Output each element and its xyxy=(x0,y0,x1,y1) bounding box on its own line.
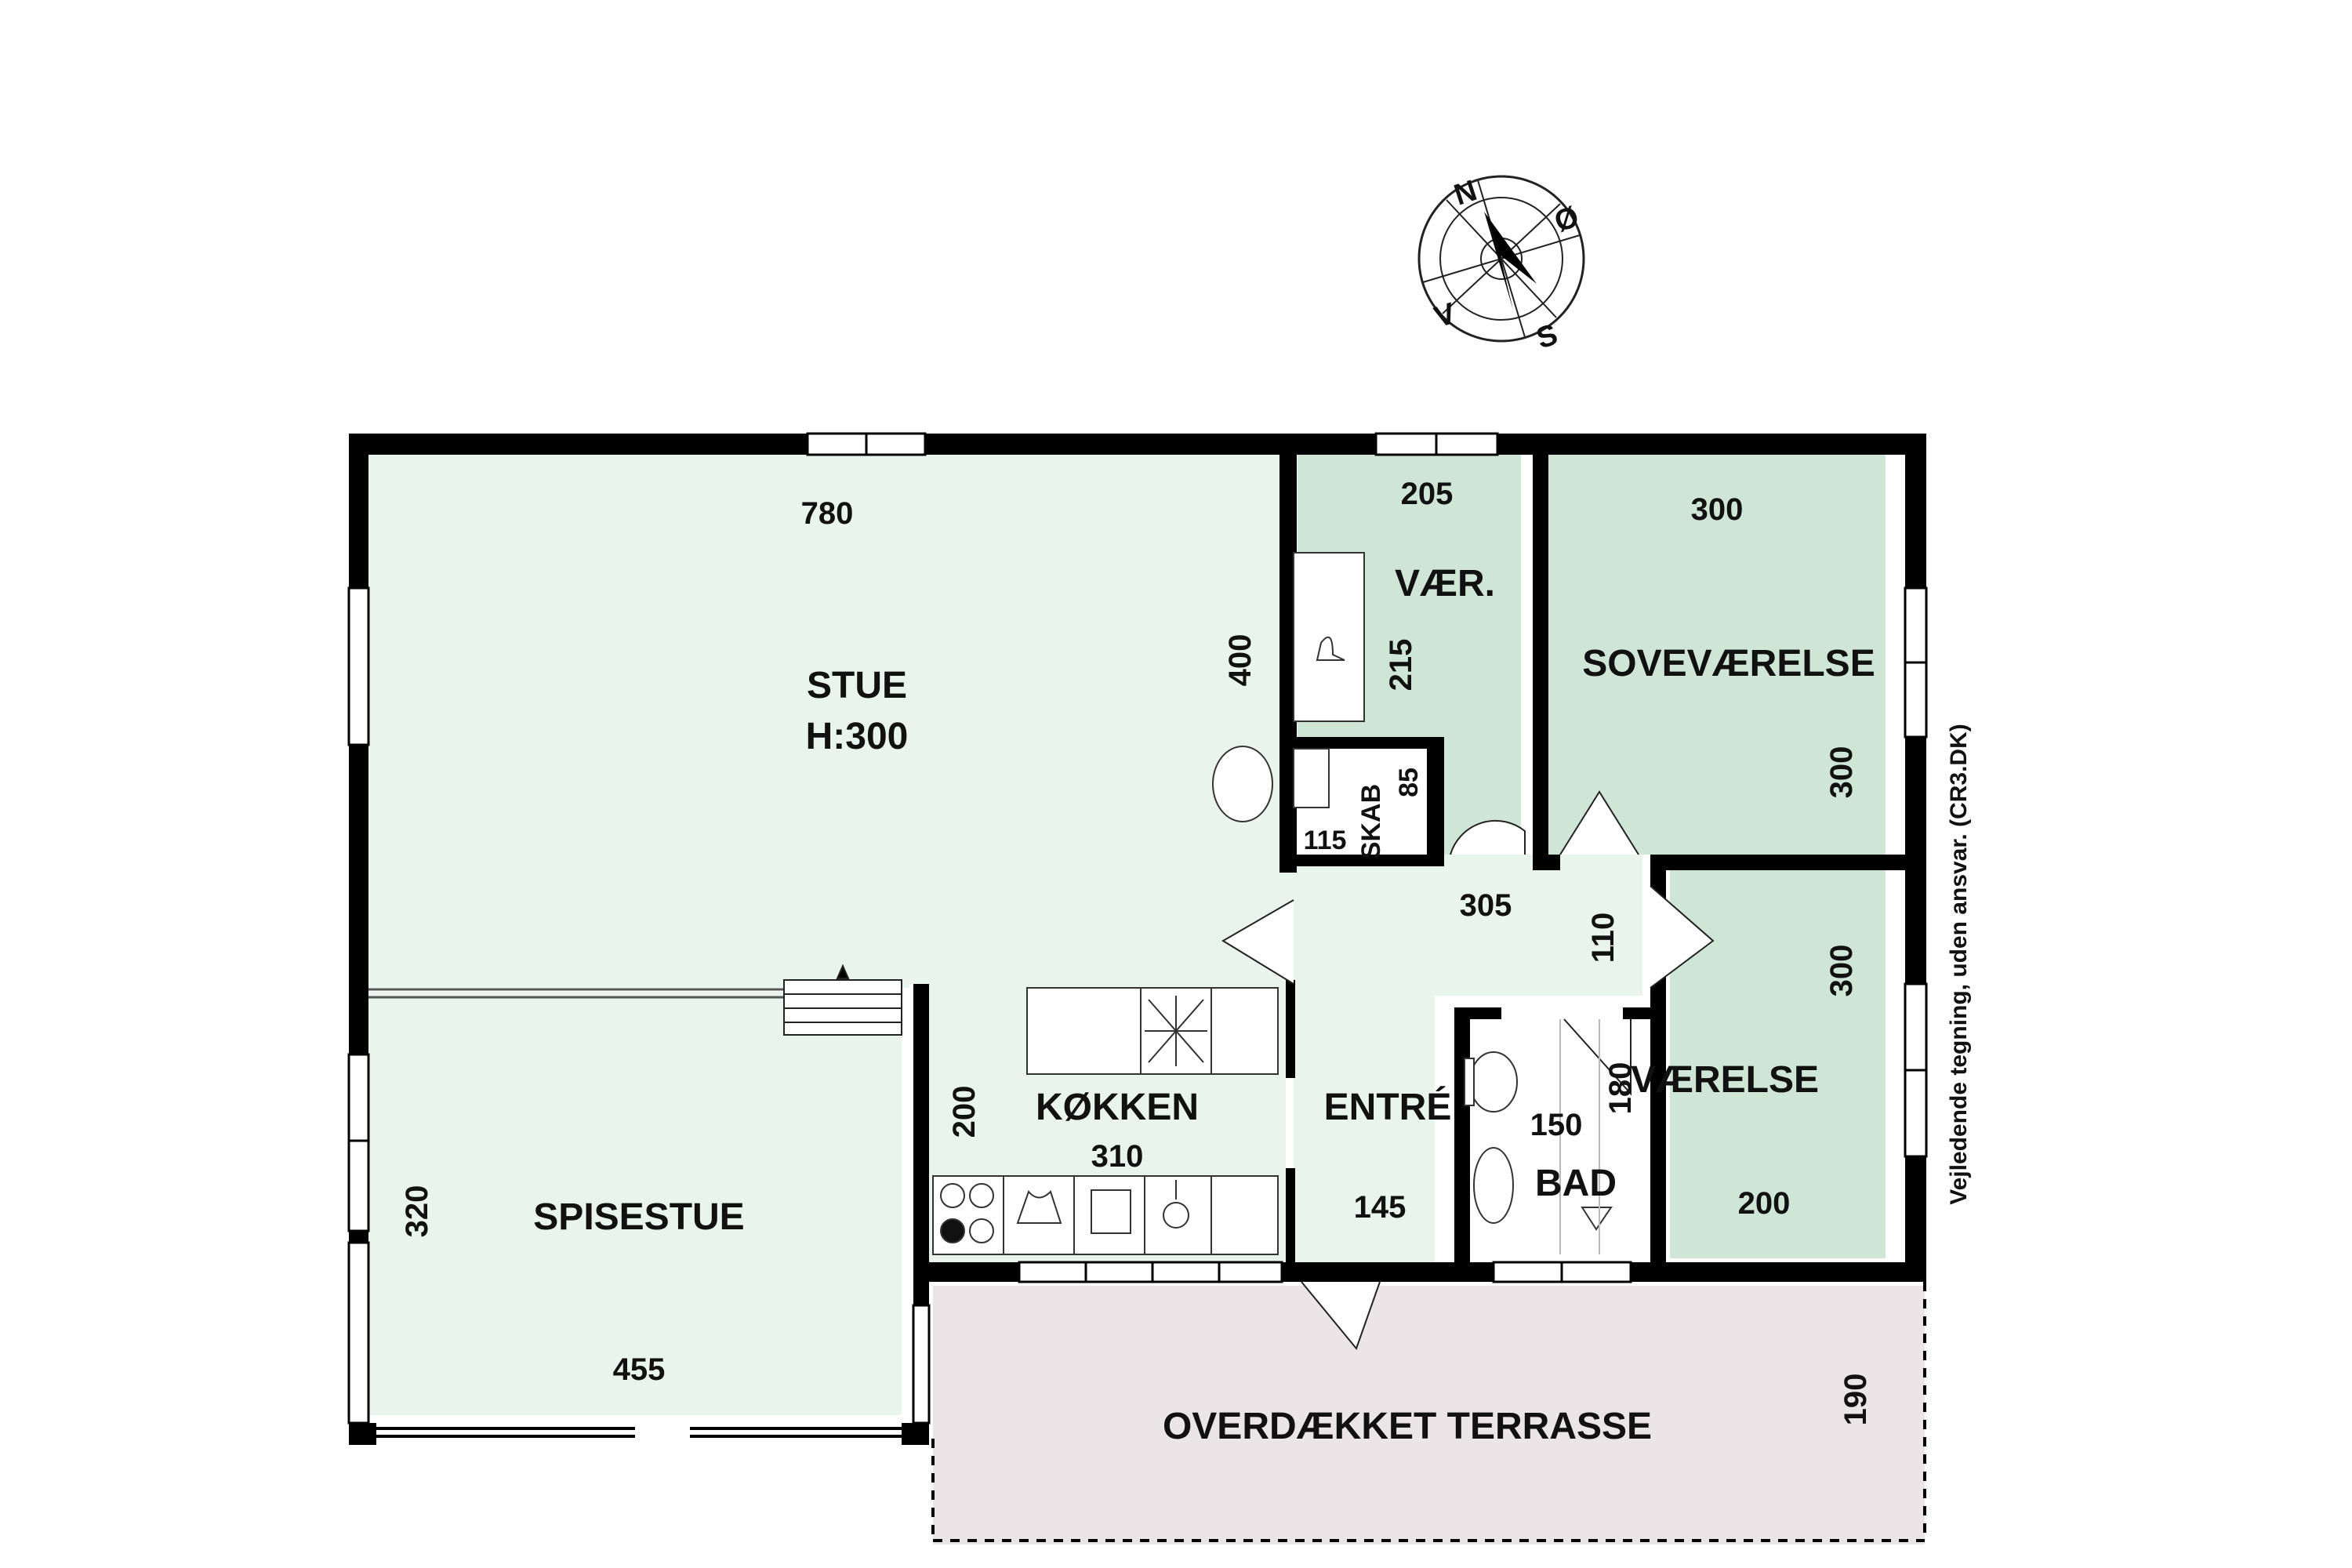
sovevaerelse-depth: 300 xyxy=(1824,746,1859,799)
kokken-depth: 200 xyxy=(947,1086,982,1138)
terrasse-depth: 190 xyxy=(1838,1374,1873,1426)
terrasse-label: OVERDÆKKET TERRASSE xyxy=(1163,1406,1652,1447)
vaerelse-depth: 300 xyxy=(1824,945,1859,997)
skab-depth: 85 xyxy=(1394,768,1424,797)
sovevaerelse-floor xyxy=(1541,455,1886,855)
kokken-label: KØKKEN xyxy=(1036,1087,1199,1128)
stue-width: 780 xyxy=(801,496,854,531)
spisestue-label: SPISESTUE xyxy=(533,1196,744,1238)
vaer-door[interactable] xyxy=(1450,819,1526,855)
spisestue-floor xyxy=(368,992,902,1415)
vaerelse-width: 200 xyxy=(1738,1186,1791,1221)
entre-label: ENTRÉ xyxy=(1324,1086,1452,1128)
windows xyxy=(347,432,1928,1425)
compass-rose: N Ø S V xyxy=(1417,174,1585,356)
kokken-width: 310 xyxy=(1091,1139,1144,1174)
sovevaerelse-width: 300 xyxy=(1691,492,1744,527)
vaer-depth: 215 xyxy=(1384,639,1418,691)
vaerelse-label: VÆRELSE xyxy=(1631,1059,1819,1101)
compass-south: S xyxy=(1533,318,1562,356)
skab-width: 115 xyxy=(1304,826,1347,855)
vaer-label: VÆR. xyxy=(1395,563,1495,604)
bad-width: 150 xyxy=(1530,1108,1583,1142)
entre-width: 145 xyxy=(1354,1190,1406,1225)
sliding-door[interactable] xyxy=(376,1427,902,1438)
vaerelse-door[interactable] xyxy=(1650,885,1715,989)
sove-door[interactable] xyxy=(1559,790,1639,855)
stue-label: STUE xyxy=(807,665,907,706)
sovevaerelse-label: SOVEVÆRELSE xyxy=(1582,643,1875,684)
hall-width: 305 xyxy=(1460,888,1512,923)
spisestue-depth: 320 xyxy=(400,1185,434,1238)
bad-label: BAD xyxy=(1535,1163,1617,1204)
hall-depth: 110 xyxy=(1586,913,1621,964)
bad-depth: 180 xyxy=(1603,1062,1638,1115)
terrace-outline xyxy=(931,1282,1926,1542)
stue-depth: 400 xyxy=(1223,634,1258,687)
entry-door[interactable] xyxy=(1221,899,1294,985)
compass-needle xyxy=(1484,212,1513,310)
kitchen-fixtures xyxy=(932,987,1279,1255)
terrasse-floor xyxy=(933,1286,1925,1544)
furniture xyxy=(1212,552,1365,822)
vaer-width: 205 xyxy=(1401,477,1454,511)
compass-east: Ø xyxy=(1551,200,1583,238)
stair xyxy=(783,964,902,1036)
spisestue-width: 455 xyxy=(613,1352,666,1387)
stue-spisestue-divider xyxy=(368,988,784,999)
doors[interactable] xyxy=(1221,790,1715,1351)
compass-west: V xyxy=(1431,297,1461,335)
bad-door[interactable] xyxy=(1563,1018,1632,1096)
bath-fixtures xyxy=(1464,1019,1613,1254)
skab-label: SKAB xyxy=(1356,784,1386,859)
stue-floor xyxy=(368,455,1642,1262)
stue-height: H:300 xyxy=(806,716,909,757)
terrace-door[interactable] xyxy=(1301,1281,1381,1351)
disclaimer: Vejledende tegning, uden ansvar. (CR3.DK… xyxy=(1946,724,1972,1204)
